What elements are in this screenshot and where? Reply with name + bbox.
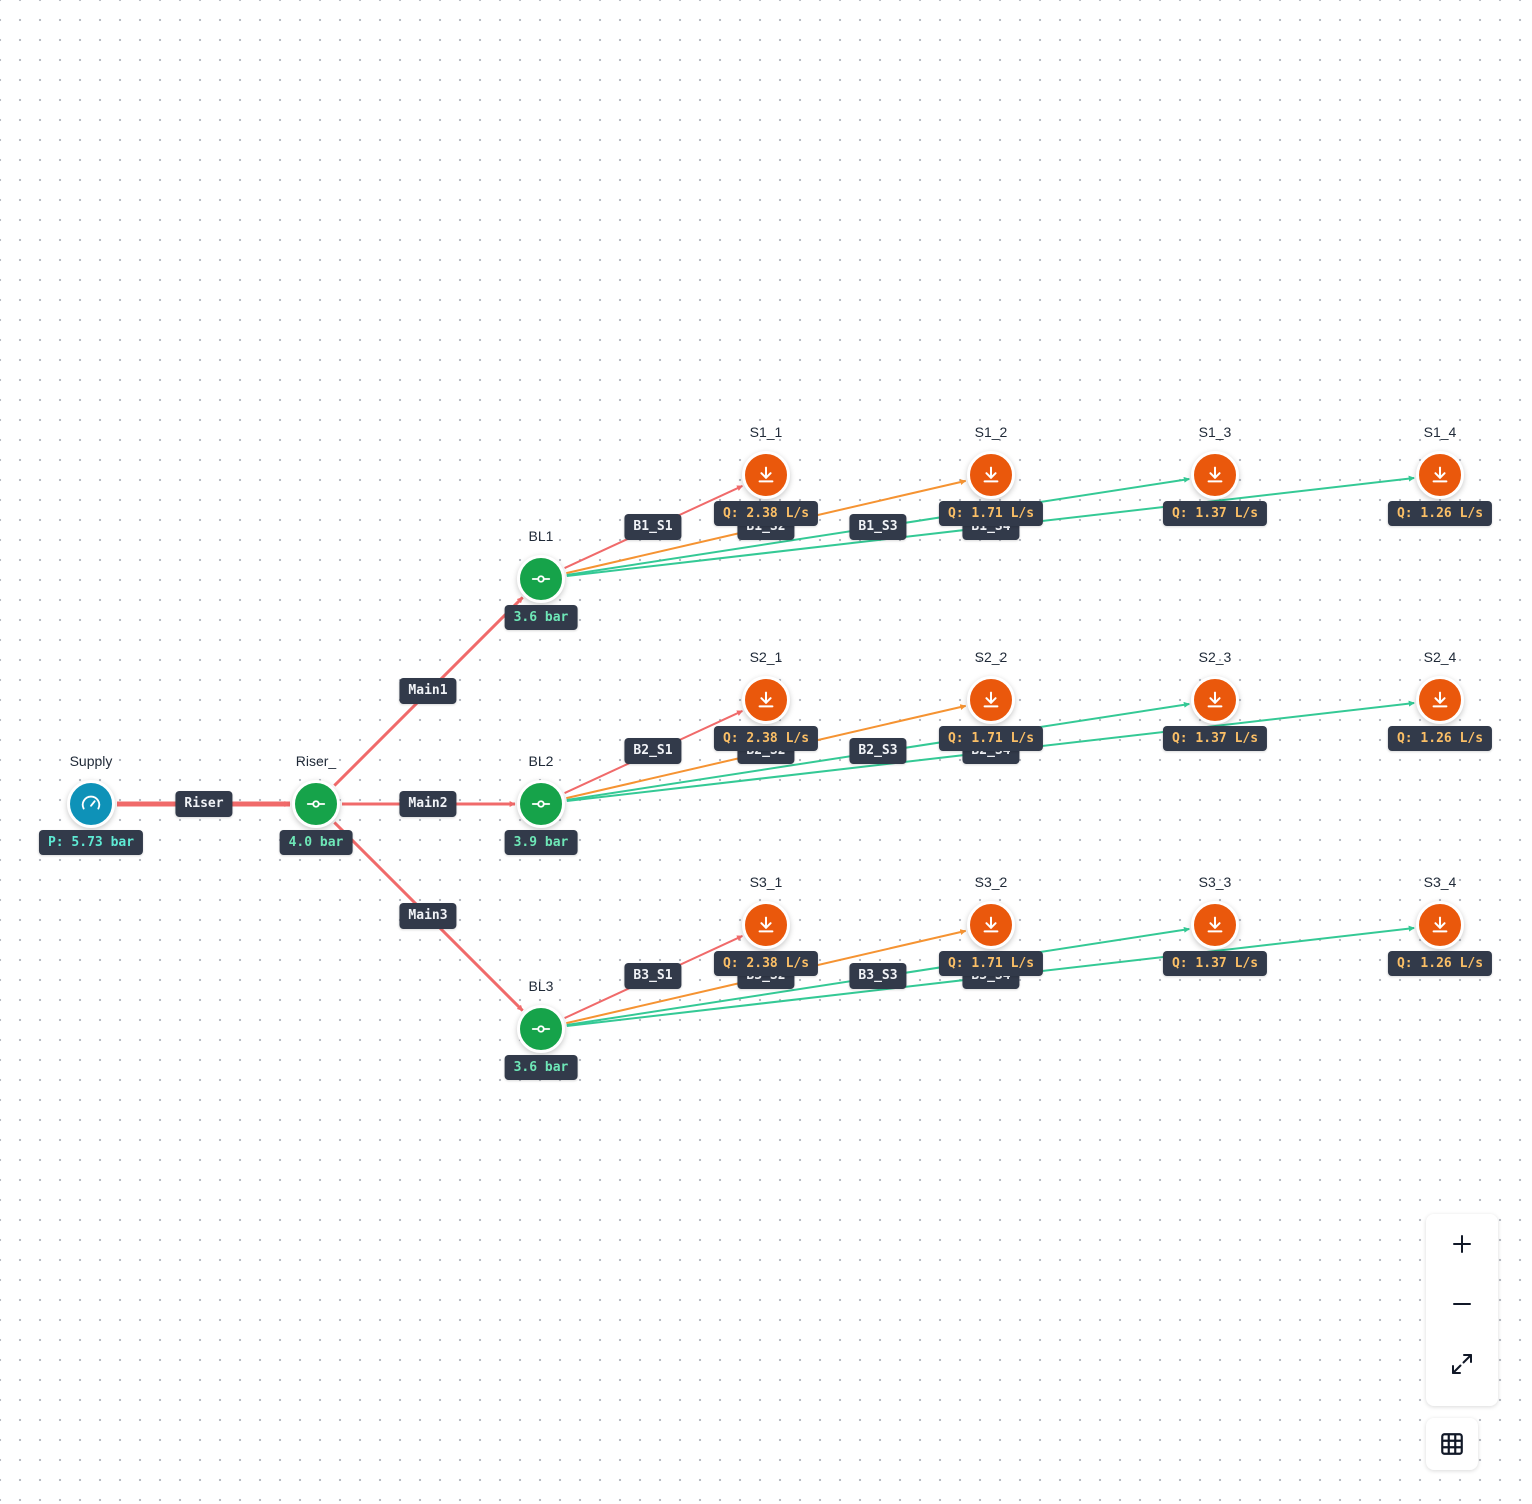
node-title-supply: Supply bbox=[69, 753, 113, 769]
node-title-s1_1: S1_1 bbox=[749, 424, 783, 440]
fit-view-button[interactable] bbox=[1426, 1334, 1498, 1394]
download-icon bbox=[1432, 916, 1448, 933]
node-title-bl1: BL1 bbox=[528, 528, 554, 544]
zoom-in-button[interactable] bbox=[1426, 1214, 1498, 1274]
download-icon bbox=[1207, 466, 1223, 483]
edge-label-b2_s3[interactable]: B2_S3 bbox=[849, 738, 907, 764]
plus-icon bbox=[1453, 1235, 1471, 1253]
node-value-s3_3: Q: 1.37 L/s bbox=[1162, 951, 1268, 976]
node-title-bl3: BL3 bbox=[528, 978, 554, 994]
download-icon bbox=[758, 466, 774, 483]
node-title-s2_1: S2_1 bbox=[749, 649, 783, 665]
zoom-out-button[interactable] bbox=[1426, 1274, 1498, 1334]
download-icon bbox=[1207, 916, 1223, 933]
edge-label-b1_s1[interactable]: B1_S1 bbox=[624, 514, 682, 540]
download-icon bbox=[1432, 466, 1448, 483]
node-title-s3_3: S3_3 bbox=[1198, 874, 1232, 890]
node-title-bl2: BL2 bbox=[528, 753, 554, 769]
node-title-s1_2: S1_2 bbox=[974, 424, 1008, 440]
node-title-s3_4: S3_4 bbox=[1423, 874, 1457, 890]
edge-label-b3_s3[interactable]: B3_S3 bbox=[849, 963, 907, 989]
download-icon bbox=[1207, 691, 1223, 708]
node-title-s1_4: S1_4 bbox=[1423, 424, 1457, 440]
node-value-s1_1: Q: 2.38 L/s bbox=[713, 501, 819, 526]
node-title-s2_4: S2_4 bbox=[1423, 649, 1457, 665]
download-icon bbox=[1432, 691, 1448, 708]
node-bl2[interactable] bbox=[517, 780, 565, 828]
edge-label-main3[interactable]: Main3 bbox=[399, 903, 457, 929]
node-s3_4[interactable] bbox=[1416, 901, 1464, 949]
node-bl3[interactable] bbox=[517, 1005, 565, 1053]
grid-toggle-button[interactable] bbox=[1426, 1418, 1478, 1470]
valve-icon bbox=[531, 800, 551, 808]
node-s2_3[interactable] bbox=[1191, 676, 1239, 724]
node-value-s1_3: Q: 1.37 L/s bbox=[1162, 501, 1268, 526]
expand-icon bbox=[1452, 1354, 1472, 1374]
node-s3_2[interactable] bbox=[967, 901, 1015, 949]
node-title-s2_3: S2_3 bbox=[1198, 649, 1232, 665]
node-s2_1[interactable] bbox=[742, 676, 790, 724]
node-value-supply: P: 5.73 bar bbox=[38, 830, 144, 855]
minus-icon bbox=[1453, 1303, 1471, 1305]
edge-label-b2_s1[interactable]: B2_S1 bbox=[624, 738, 682, 764]
node-value-s1_4: Q: 1.26 L/s bbox=[1387, 501, 1493, 526]
edge-label-main1[interactable]: Main1 bbox=[399, 678, 457, 704]
node-bl1[interactable] bbox=[517, 555, 565, 603]
edge-label-b3_s1[interactable]: B3_S1 bbox=[624, 963, 682, 989]
node-value-s2_3: Q: 1.37 L/s bbox=[1162, 726, 1268, 751]
node-value-riser: 4.0 bar bbox=[279, 830, 353, 855]
download-icon bbox=[758, 916, 774, 933]
edge-label-b1_s3[interactable]: B1_S3 bbox=[849, 514, 907, 540]
node-s1_2[interactable] bbox=[967, 451, 1015, 499]
node-s3_3[interactable] bbox=[1191, 901, 1239, 949]
download-icon bbox=[983, 916, 999, 933]
node-value-bl2: 3.9 bar bbox=[504, 830, 578, 855]
node-value-s3_2: Q: 1.71 L/s bbox=[938, 951, 1044, 976]
valve-icon bbox=[531, 1025, 551, 1033]
node-s1_1[interactable] bbox=[742, 451, 790, 499]
node-title-s1_3: S1_3 bbox=[1198, 424, 1232, 440]
download-icon bbox=[983, 466, 999, 483]
node-value-bl3: 3.6 bar bbox=[504, 1055, 578, 1080]
node-value-s2_4: Q: 1.26 L/s bbox=[1387, 726, 1493, 751]
node-value-s3_4: Q: 1.26 L/s bbox=[1387, 951, 1493, 976]
node-value-bl1: 3.6 bar bbox=[504, 605, 578, 630]
node-s1_4[interactable] bbox=[1416, 451, 1464, 499]
download-icon bbox=[983, 691, 999, 708]
node-riser[interactable] bbox=[292, 780, 340, 828]
node-s3_1[interactable] bbox=[742, 901, 790, 949]
node-s2_4[interactable] bbox=[1416, 676, 1464, 724]
node-s1_3[interactable] bbox=[1191, 451, 1239, 499]
valve-icon bbox=[531, 575, 551, 583]
node-supply[interactable] bbox=[67, 780, 115, 828]
node-value-s2_1: Q: 2.38 L/s bbox=[713, 726, 819, 751]
download-icon bbox=[758, 691, 774, 708]
node-title-s3_2: S3_2 bbox=[974, 874, 1008, 890]
node-title-riser: Riser_ bbox=[295, 753, 337, 769]
grid-icon bbox=[1441, 1433, 1463, 1455]
node-title-s3_1: S3_1 bbox=[749, 874, 783, 890]
node-s2_2[interactable] bbox=[967, 676, 1015, 724]
edge-label-main2[interactable]: Main2 bbox=[399, 791, 457, 817]
edge-label-riser[interactable]: Riser bbox=[175, 791, 233, 817]
gauge-icon bbox=[81, 795, 101, 810]
node-value-s3_1: Q: 2.38 L/s bbox=[713, 951, 819, 976]
node-title-s2_2: S2_2 bbox=[974, 649, 1008, 665]
node-value-s1_2: Q: 1.71 L/s bbox=[938, 501, 1044, 526]
zoom-controls bbox=[1426, 1214, 1498, 1406]
node-value-s2_2: Q: 1.71 L/s bbox=[938, 726, 1044, 751]
valve-icon bbox=[306, 800, 326, 808]
